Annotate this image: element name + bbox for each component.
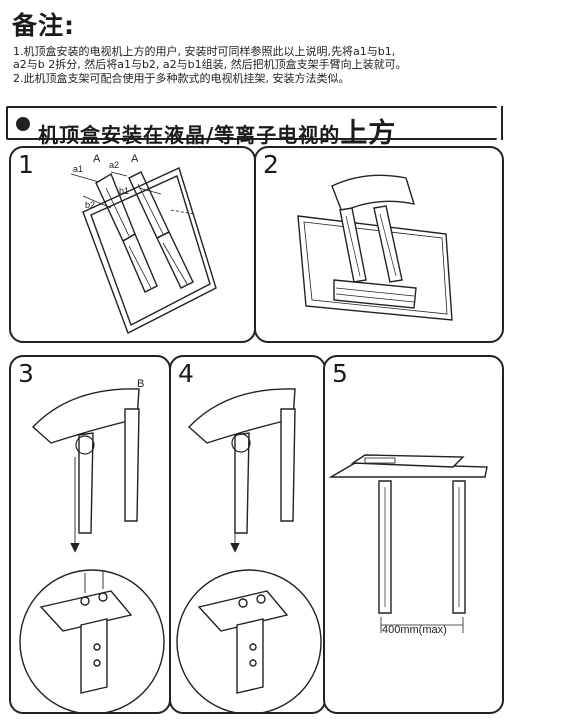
label-b2: b2 [85, 200, 95, 210]
step-4-illustration [176, 388, 322, 712]
step-number-2: 2 [263, 150, 279, 179]
label-a-right: A [131, 153, 139, 165]
section-title-main: 机顶盒安装在液晶/等离子电视的 [38, 123, 341, 147]
step-panel-1: 1 A A a1 a2 b1 b2 [9, 146, 256, 343]
step-number-4: 4 [178, 359, 194, 388]
label-a1: a1 [73, 164, 83, 174]
step-1-illustration: A A a1 a2 b1 b2 [70, 153, 217, 334]
step-panel-3: 3 B [9, 355, 171, 714]
tv-panel [297, 215, 453, 321]
step-5-illustration [328, 454, 488, 633]
set-top-shelf [331, 174, 416, 213]
step-3-illustration: B [19, 378, 165, 712]
step-number-1: 1 [18, 150, 34, 179]
step-panel-4: 4 [169, 355, 326, 714]
section-title: 机顶盒安装在液晶/等离子电视的上方 [38, 111, 396, 150]
zoom-arm [236, 618, 264, 694]
step-number-5: 5 [332, 359, 348, 388]
detail-circle [75, 435, 95, 455]
dimension-label: 400mm(max) [382, 624, 447, 636]
step-number-3: 3 [18, 359, 34, 388]
shelf-b [31, 388, 140, 444]
arm-b1 [156, 231, 194, 289]
note-line-1: 1.机顶盒安装的电视机上方的用户, 安装时可同样参照此以上说明,先将a1与b1, [13, 45, 396, 58]
label-b1: b1 [119, 186, 129, 196]
detail-circle [231, 433, 251, 453]
label-a-left: A [93, 153, 101, 165]
zoom-shelf [39, 590, 133, 632]
label-a2: a2 [109, 160, 119, 170]
shelf [187, 388, 296, 444]
section-header-bar [6, 106, 497, 140]
left-arm [234, 432, 250, 534]
step-panel-5: 5 [323, 355, 504, 714]
section-header-bar-end [493, 106, 503, 140]
tv-panel [82, 167, 217, 334]
label-b: B [137, 378, 144, 390]
notes-title: 备注: [12, 11, 75, 40]
step-panel-2: 2 [254, 146, 504, 343]
section-title-end: 上方 [340, 118, 397, 149]
right-arm [280, 408, 296, 522]
note-line-3: 2.此机顶盒支架可配合使用于多种款式的电视机挂架, 安装方法类似。 [13, 72, 350, 85]
tv-inner-edge [90, 175, 211, 326]
right-arm [124, 408, 140, 522]
arm-b2 [122, 232, 158, 293]
bullet-dot-icon [16, 117, 30, 131]
note-line-2: a2与b 2拆分, 然后将a1与b2, a2与b1组装, 然后把机顶盒支架手臂向… [13, 58, 407, 71]
wall-bracket [333, 279, 417, 309]
step-2-illustration [297, 174, 453, 321]
zoom-arm [80, 618, 108, 694]
left-arm [78, 432, 94, 534]
